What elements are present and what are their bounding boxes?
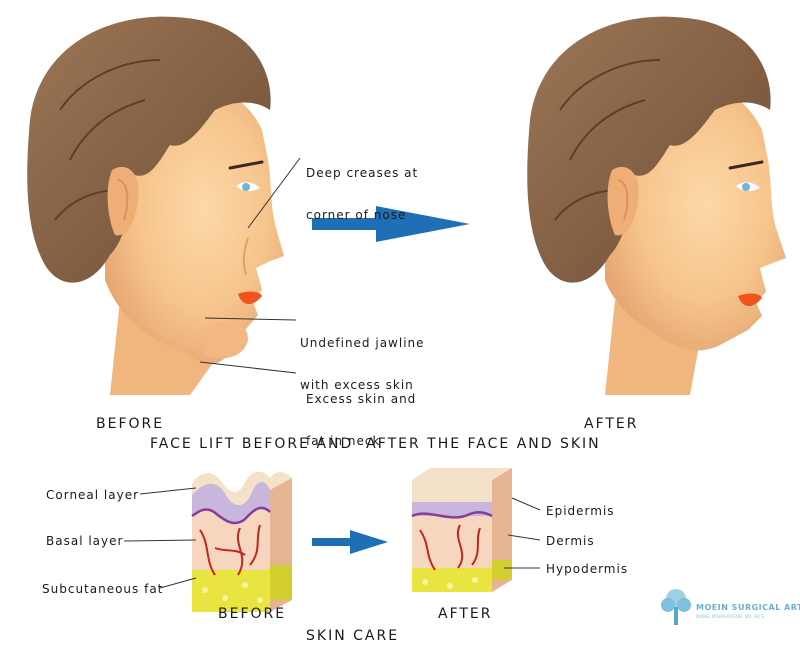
face-section-title: FACE LIFT BEFORE AND AFTER THE FACE AND …: [150, 436, 601, 452]
annotation-line: Undefined jawline: [300, 336, 425, 350]
annotation-jawline: Undefined jawline with excess skin: [300, 308, 425, 406]
annotation-nose-creases: Deep creases at corner of nose: [306, 138, 418, 236]
annotation-line: fat in neck: [306, 434, 381, 448]
face-after-illustration: [527, 16, 786, 395]
label-dermis: Dermis: [546, 534, 595, 548]
brand-logo: MOEIN SURGICAL ARTS DANIEL MOEIN-ROGUEI,…: [656, 585, 800, 635]
annotation-neck: Excess skin and fat in neck: [306, 364, 416, 462]
face-before-caption: BEFORE: [96, 416, 165, 432]
label-hypodermis: Hypodermis: [546, 562, 629, 576]
skin-section-title: SKIN CARE: [306, 628, 400, 644]
label-corneal-layer: Corneal layer: [46, 488, 140, 502]
annotation-lines: [199, 157, 301, 374]
arrow-right-icon: [312, 206, 470, 242]
annotation-line: Deep creases at: [306, 166, 419, 180]
label-subcutaneous-fat: Subcutaneous fat: [42, 582, 164, 596]
tree-logo-icon: [661, 589, 691, 625]
skin-arrow-right-icon: [312, 530, 388, 554]
face-before-illustration: [27, 16, 284, 395]
label-epidermis: Epidermis: [546, 504, 615, 518]
annotation-line: Excess skin and: [306, 392, 417, 406]
face-after-caption: AFTER: [584, 416, 639, 432]
logo-tagline: DANIEL MOEIN-ROGUEI, MD, FACS: [696, 614, 764, 619]
label-basal-layer: Basal layer: [46, 534, 124, 548]
skin-before-caption: BEFORE: [218, 606, 287, 622]
skin-after-caption: AFTER: [438, 606, 493, 622]
skin-after-block: [411, 468, 512, 592]
skin-before-block: [191, 471, 292, 612]
logo-name: MOEIN SURGICAL ARTS: [696, 603, 800, 612]
annotation-line: with excess skin: [300, 378, 414, 392]
annotation-line: corner of nose: [306, 208, 407, 222]
skin-label-lines: [123, 487, 541, 589]
